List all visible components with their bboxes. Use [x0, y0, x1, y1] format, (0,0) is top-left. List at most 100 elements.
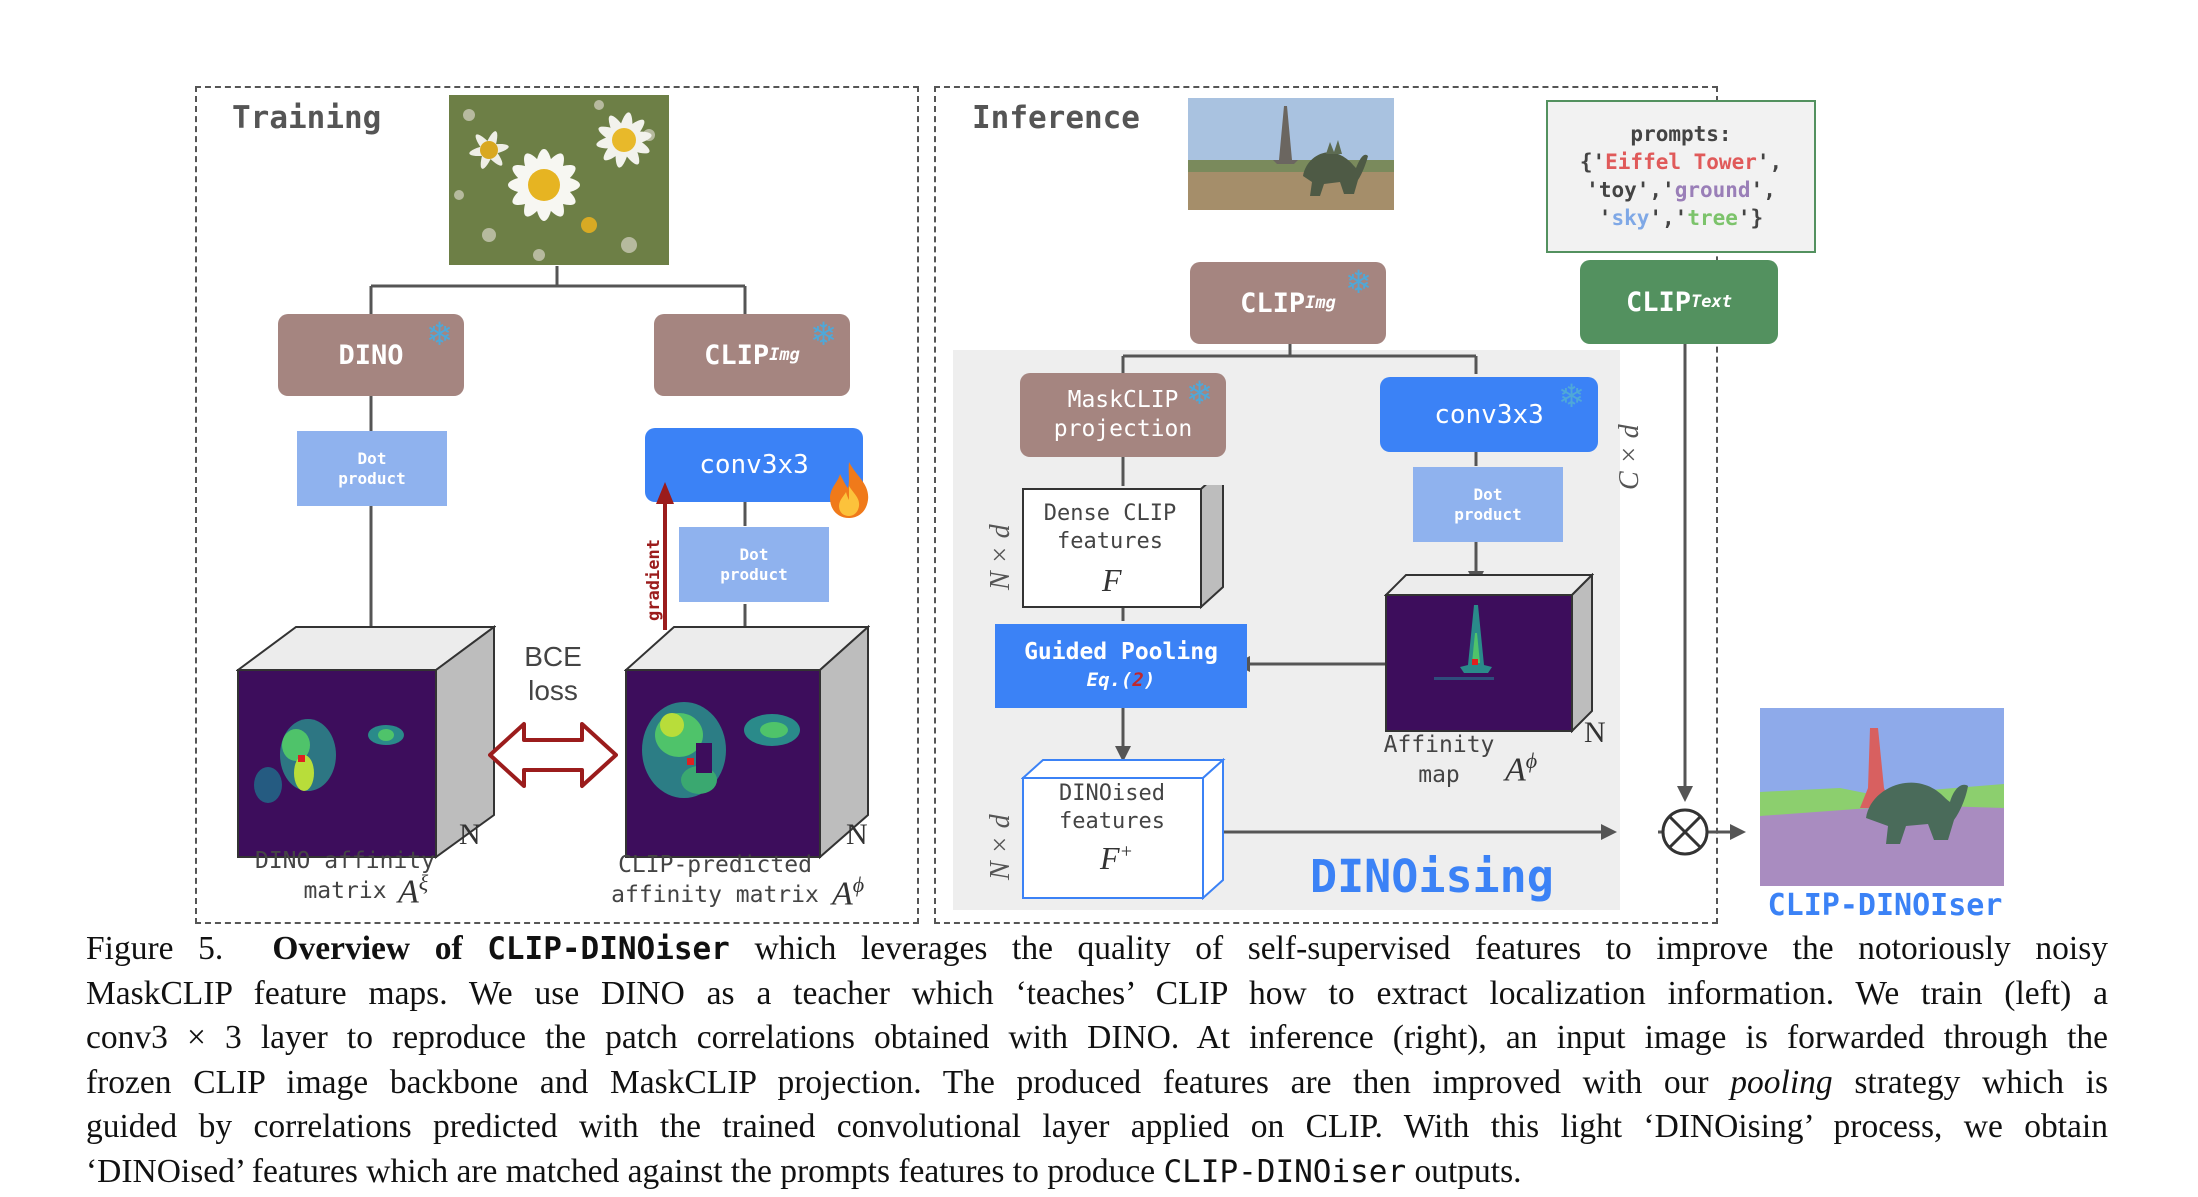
dinoising-label: DINOising — [1310, 850, 1554, 903]
caption-bold-mono: CLIP-DINOiser — [487, 931, 730, 967]
snowflake-icon: ❄ — [1186, 374, 1213, 412]
eq-number[interactable]: 2 — [1132, 669, 1144, 691]
dinoised-label: DINOised features — [1023, 780, 1201, 836]
dot-product-box-inference: Dot product — [1413, 467, 1563, 542]
conv3x3-box-inference: conv3x3 — [1380, 377, 1598, 452]
dino-matrix-symbol: Aξ — [398, 870, 428, 911]
loss-label: loss — [528, 675, 578, 706]
caption-bold: Overview of — [272, 930, 463, 967]
dinoised-label-2: features — [1059, 809, 1165, 834]
clip-img-sub: Img — [769, 345, 800, 365]
n-label-left: N — [459, 818, 481, 851]
guided-pooling-box: Guided Pooling Eq.(2) — [995, 624, 1247, 708]
a-symbol: A — [1505, 751, 1526, 789]
f-symbol: F — [1100, 840, 1120, 876]
dot-label: Dot — [1473, 484, 1503, 504]
eq-post: ) — [1143, 669, 1156, 691]
dinoised-features-cube — [1021, 758, 1226, 900]
dot-product-box-right: Dot product — [679, 527, 829, 602]
clip-matrix-symbol: Aϕ — [832, 872, 864, 913]
maskclip-box: MaskCLIP projection — [1020, 373, 1226, 457]
clip-text-sub: Text — [1691, 292, 1732, 312]
inference-panel — [934, 86, 1718, 924]
gradient-arrow — [656, 482, 674, 630]
caption-text: ‘DINOised’ features which are matched ag… — [86, 1152, 1156, 1190]
affinity-map-cube — [1384, 573, 1594, 733]
clip-matrix-label: CLIP-predicted affinity matrix — [600, 850, 830, 910]
dino-matrix-label: DINO affinity matrix — [240, 846, 450, 906]
phi-sup: ϕ — [1525, 748, 1538, 773]
product-label: product — [1454, 504, 1522, 524]
dino-matrix-label-1: DINO affinity — [254, 848, 435, 874]
affinity-label-2: map — [1418, 762, 1460, 788]
caption-text: frozen CLIP image backbone and MaskCLIP … — [86, 1063, 1709, 1101]
prompt-word: sky — [1611, 206, 1650, 230]
daisy-image — [449, 95, 669, 265]
inference-connector-lines — [1115, 340, 1746, 856]
caption-line-1: Figure 5. Overview of CLIP-DINOiser whic… — [86, 927, 2108, 972]
bce-label: BCE — [524, 641, 582, 672]
caption-mono: CLIP-DINOiser — [1163, 1153, 1407, 1190]
bce-loss-label: BCE loss — [508, 640, 598, 708]
training-panel — [195, 86, 919, 924]
plus-sup: + — [1119, 840, 1134, 863]
caption-line-5: guided by correlations predicted with th… — [86, 1108, 2108, 1145]
a-symbol: A — [832, 875, 853, 913]
clip-img-label: CLIP — [1240, 287, 1306, 319]
dot-label: Dot — [739, 544, 769, 564]
dense-f-symbol: F — [1102, 562, 1122, 598]
caption-text: outputs. — [1414, 1152, 1522, 1190]
product-label: product — [720, 564, 788, 584]
n-label-inference: N — [1584, 716, 1606, 749]
prompts-line-1: {'Eiffel Tower', — [1579, 150, 1783, 174]
daisy-flower-2 — [596, 112, 652, 168]
snowflake-icon: ❄ — [426, 315, 453, 353]
figure-number: Figure 5. — [86, 930, 224, 967]
clip-img-label: CLIP — [704, 339, 770, 371]
dot-product-box-left: Dot product — [297, 431, 447, 506]
clip-matrix-label-1: CLIP-predicted — [618, 852, 812, 878]
product-label: product — [338, 468, 406, 488]
dino-matrix-label-2: matrix — [303, 878, 387, 904]
snowflake-icon: ❄ — [1558, 377, 1585, 415]
dino-label: DINO — [338, 339, 404, 371]
eiffel-heat-shape — [1434, 605, 1494, 680]
dinoised-symbol: F+ — [1100, 840, 1133, 877]
prompts-box: prompts: {'Eiffel Tower', 'toy','ground'… — [1546, 100, 1816, 253]
clip-img-sub: Img — [1305, 293, 1336, 313]
conv-label: conv3x3 — [699, 450, 809, 480]
eq-pre: Eq.( — [1086, 669, 1133, 691]
dot-label: Dot — [357, 448, 387, 468]
dense-clip-label-2: features — [1057, 529, 1163, 554]
affinity-symbol: Aϕ — [1505, 748, 1537, 789]
maskclip-label-2: projection — [1053, 416, 1193, 442]
prompt-word: ground — [1674, 178, 1751, 202]
dinoised-label-1: DINOised — [1059, 781, 1165, 806]
caption-line-4: frozen CLIP image backbone and MaskCLIP … — [86, 1061, 2108, 1106]
affinity-map-label: Affinity map — [1374, 730, 1504, 790]
bce-double-arrow — [488, 722, 618, 788]
dense-clip-features-cube — [1022, 485, 1224, 610]
phi-sup: ϕ — [852, 872, 865, 897]
nxd-top-label: N × d — [985, 524, 1016, 590]
dino-heatmap-blobs — [254, 719, 404, 803]
conv3x3-box-training: conv3x3 — [645, 428, 863, 502]
eiffel-image — [1188, 98, 1394, 210]
fire-icon — [830, 462, 869, 518]
affinity-label-1: Affinity — [1383, 732, 1495, 758]
clip-text-label: CLIP — [1626, 286, 1692, 318]
prompt-word: tree — [1687, 206, 1738, 230]
prompts-line-2: 'toy','ground', — [1586, 178, 1776, 202]
prompt-word: Eiffel Tower — [1605, 150, 1757, 174]
caption-text: strategy which is — [1854, 1063, 2108, 1101]
clip-heatmap-blobs — [642, 702, 800, 798]
guided-eq-label: Eq.(2) — [1087, 666, 1156, 694]
clip-affinity-cube — [624, 625, 870, 860]
figure-caption: Figure 5. Overview of CLIP-DINOiser whic… — [86, 927, 2108, 1194]
gradient-label: gradient — [644, 539, 664, 621]
output-label: CLIP-DINOIser — [1767, 888, 2003, 923]
cxd-label: C × d — [1614, 424, 1645, 490]
